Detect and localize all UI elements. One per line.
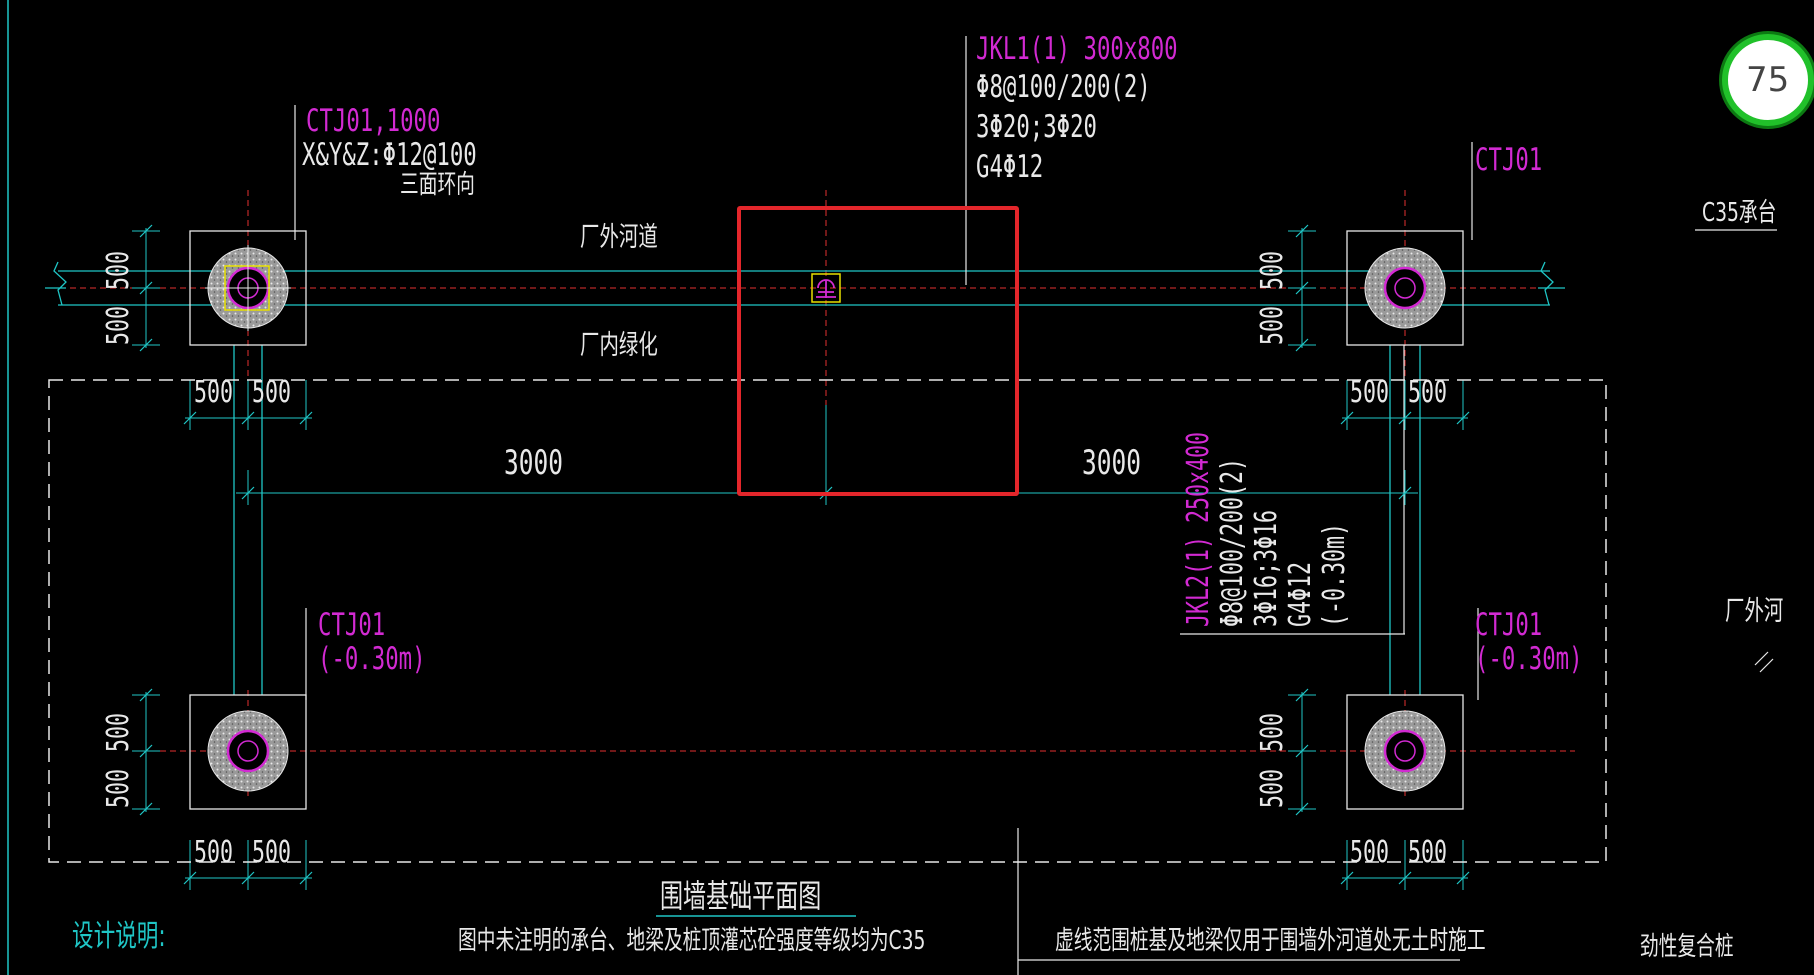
cad-linework [7,0,1777,975]
jkl2-main-rebar-label: 3Φ16;3Φ16 [1249,509,1284,627]
dim-500-bottom-left-b: 500 [252,835,292,870]
ctj01-bottom-right-elevation: (-0.30m) [1475,641,1583,677]
design-notes-heading: 设计说明: [72,919,166,954]
ctj01-bottom-right-label: CTJ01 [1475,607,1543,643]
dim-500-right-bottom-a: 500 [1255,712,1290,752]
jkl1-main-rebar-label: 3Φ20;3Φ20 [976,109,1097,145]
dim-500-left-bottom-a: 500 [101,712,136,752]
dim-500-top-right-b: 500 [1408,375,1448,410]
dim-3000-right: 3000 [1082,443,1141,483]
jkl2-elevation-label: (-0.30m) [1317,522,1352,627]
jkl1-title-label: JKL1(1) 300x800 [976,31,1178,67]
dim-3000-left: 3000 [504,443,563,483]
dim-500-right-top-b: 500 [1255,305,1290,345]
concrete-grade-note: 图中未注明的承台、地梁及桩顶灌芯砼强度等级均为C35 [458,926,926,956]
ctj01-rebar-label: X&Y&Z:Φ12@100 [302,137,477,173]
dashed-area-note: 虚线范围桩基及地梁仅用于围墙外河道处无土时施工 [1055,926,1486,956]
c35-cap-label: C35承台 [1702,198,1777,228]
jkl2-stirrup-label: Φ8@100/200(2) [1215,457,1250,627]
dim-500-bottom-left-a: 500 [194,835,234,870]
outer-river-label: 厂外河道 [580,222,658,253]
jkl1-side-rebar-label: G4Φ12 [976,149,1044,185]
selection-box[interactable] [737,206,1019,496]
plan-title: 围墙基础平面图 [660,877,822,915]
ctj01-bottom-left-elevation: (-0.30m) [318,641,426,677]
ctj01-1000-label: CTJ01,1000 [306,103,441,139]
dim-500-left-bottom-b: 500 [101,768,136,808]
right-edge-river-label: 厂外河 [1725,596,1784,627]
ctj01-note-label: 三面环向 [400,170,475,200]
ctj01-bottom-left-label: CTJ01 [318,607,386,643]
inner-green-label: 厂内绿化 [580,330,658,361]
dim-500-left-top-a: 500 [101,250,136,290]
jkl1-stirrup-label: Φ8@100/200(2) [976,69,1151,105]
ctj01-top-right-label: CTJ01 [1475,142,1543,178]
dim-500-left-top-b: 500 [101,305,136,345]
dim-500-right-bottom-b: 500 [1255,768,1290,808]
dim-500-bottom-right-a: 500 [1350,835,1390,870]
dim-500-top-right-a: 500 [1350,375,1390,410]
pile-type-note: 劲性复合桩 [1640,932,1734,962]
jkl2-title-label: JKL2(1) 250x400 [1181,431,1216,627]
dim-500-top-left-b: 500 [252,375,292,410]
jkl2-side-rebar-label: G4Φ12 [1283,561,1318,627]
dim-500-right-top-a: 500 [1255,250,1290,290]
dim-500-top-left-a: 500 [194,375,234,410]
zoom-level-badge[interactable]: 75 [1722,34,1814,126]
dim-500-bottom-right-b: 500 [1408,835,1448,870]
